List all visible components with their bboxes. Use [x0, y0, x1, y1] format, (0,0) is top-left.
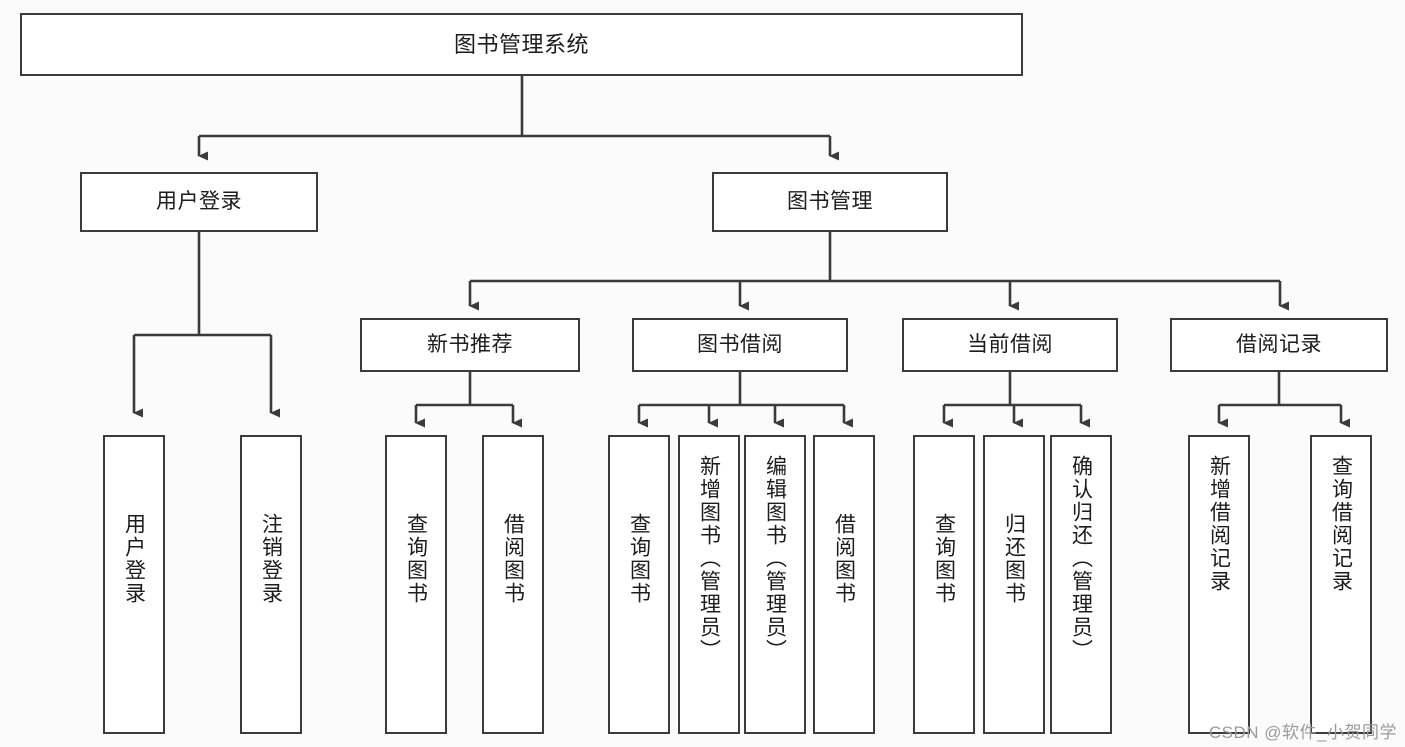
node-root-label: 图书管理系统: [453, 31, 589, 57]
node-book-management-label: 图书管理: [787, 189, 873, 213]
leaf-confirm-return-admin-label: 确认归还（管理员）: [1069, 455, 1093, 662]
node-borrow-records-label: 借阅记录: [1236, 332, 1322, 356]
leaf-add-borrow-record[interactable]: 新增借阅记录: [1188, 435, 1250, 734]
leaf-user-login[interactable]: 用户登录: [103, 435, 165, 734]
leaf-return-book-label: 归还图书: [1002, 513, 1026, 605]
node-current-borrow[interactable]: 当前借阅: [902, 318, 1118, 372]
node-user-login-label: 用户登录: [156, 189, 242, 213]
leaf-confirm-return-admin[interactable]: 确认归还（管理员）: [1050, 435, 1112, 734]
leaf-borrow-book-recommend-label: 借阅图书: [501, 513, 525, 605]
leaf-query-book-borrow-label: 查询图书: [627, 513, 651, 605]
leaf-return-book[interactable]: 归还图书: [983, 435, 1045, 734]
leaf-add-book-admin-label: 新增图书（管理员）: [697, 455, 721, 662]
node-user-login[interactable]: 用户登录: [80, 172, 318, 232]
leaf-add-book-admin[interactable]: 新增图书（管理员）: [678, 435, 740, 734]
node-new-book-recommend-label: 新书推荐: [427, 332, 513, 356]
leaf-logout[interactable]: 注销登录: [240, 435, 302, 734]
leaf-query-borrow-record[interactable]: 查询借阅记录: [1310, 435, 1372, 734]
leaf-query-book-recommend-label: 查询图书: [404, 513, 428, 605]
node-new-book-recommend[interactable]: 新书推荐: [360, 318, 580, 372]
leaf-edit-book-admin-label: 编辑图书（管理员）: [763, 455, 787, 662]
leaf-query-borrow-record-label: 查询借阅记录: [1329, 455, 1353, 593]
leaf-query-book-borrow[interactable]: 查询图书: [608, 435, 670, 734]
leaf-query-book-current-label: 查询图书: [932, 513, 956, 605]
node-book-borrow-label: 图书借阅: [697, 332, 783, 356]
node-book-management[interactable]: 图书管理: [712, 172, 948, 232]
leaf-borrow-book[interactable]: 借阅图书: [813, 435, 875, 734]
leaf-query-book-recommend[interactable]: 查询图书: [385, 435, 447, 734]
csdn-watermark: CSDN @软件_小贺同学: [1208, 723, 1397, 742]
leaf-add-borrow-record-label: 新增借阅记录: [1207, 455, 1231, 593]
node-root[interactable]: 图书管理系统: [20, 13, 1023, 76]
node-book-borrow[interactable]: 图书借阅: [632, 318, 848, 372]
leaf-borrow-book-label: 借阅图书: [832, 513, 856, 605]
leaf-borrow-book-recommend[interactable]: 借阅图书: [482, 435, 544, 734]
leaf-user-login-label: 用户登录: [122, 513, 146, 605]
leaf-query-book-current[interactable]: 查询图书: [913, 435, 975, 734]
leaf-edit-book-admin[interactable]: 编辑图书（管理员）: [744, 435, 806, 734]
leaf-logout-label: 注销登录: [259, 513, 283, 605]
node-borrow-records[interactable]: 借阅记录: [1170, 318, 1388, 372]
node-current-borrow-label: 当前借阅: [967, 332, 1053, 356]
